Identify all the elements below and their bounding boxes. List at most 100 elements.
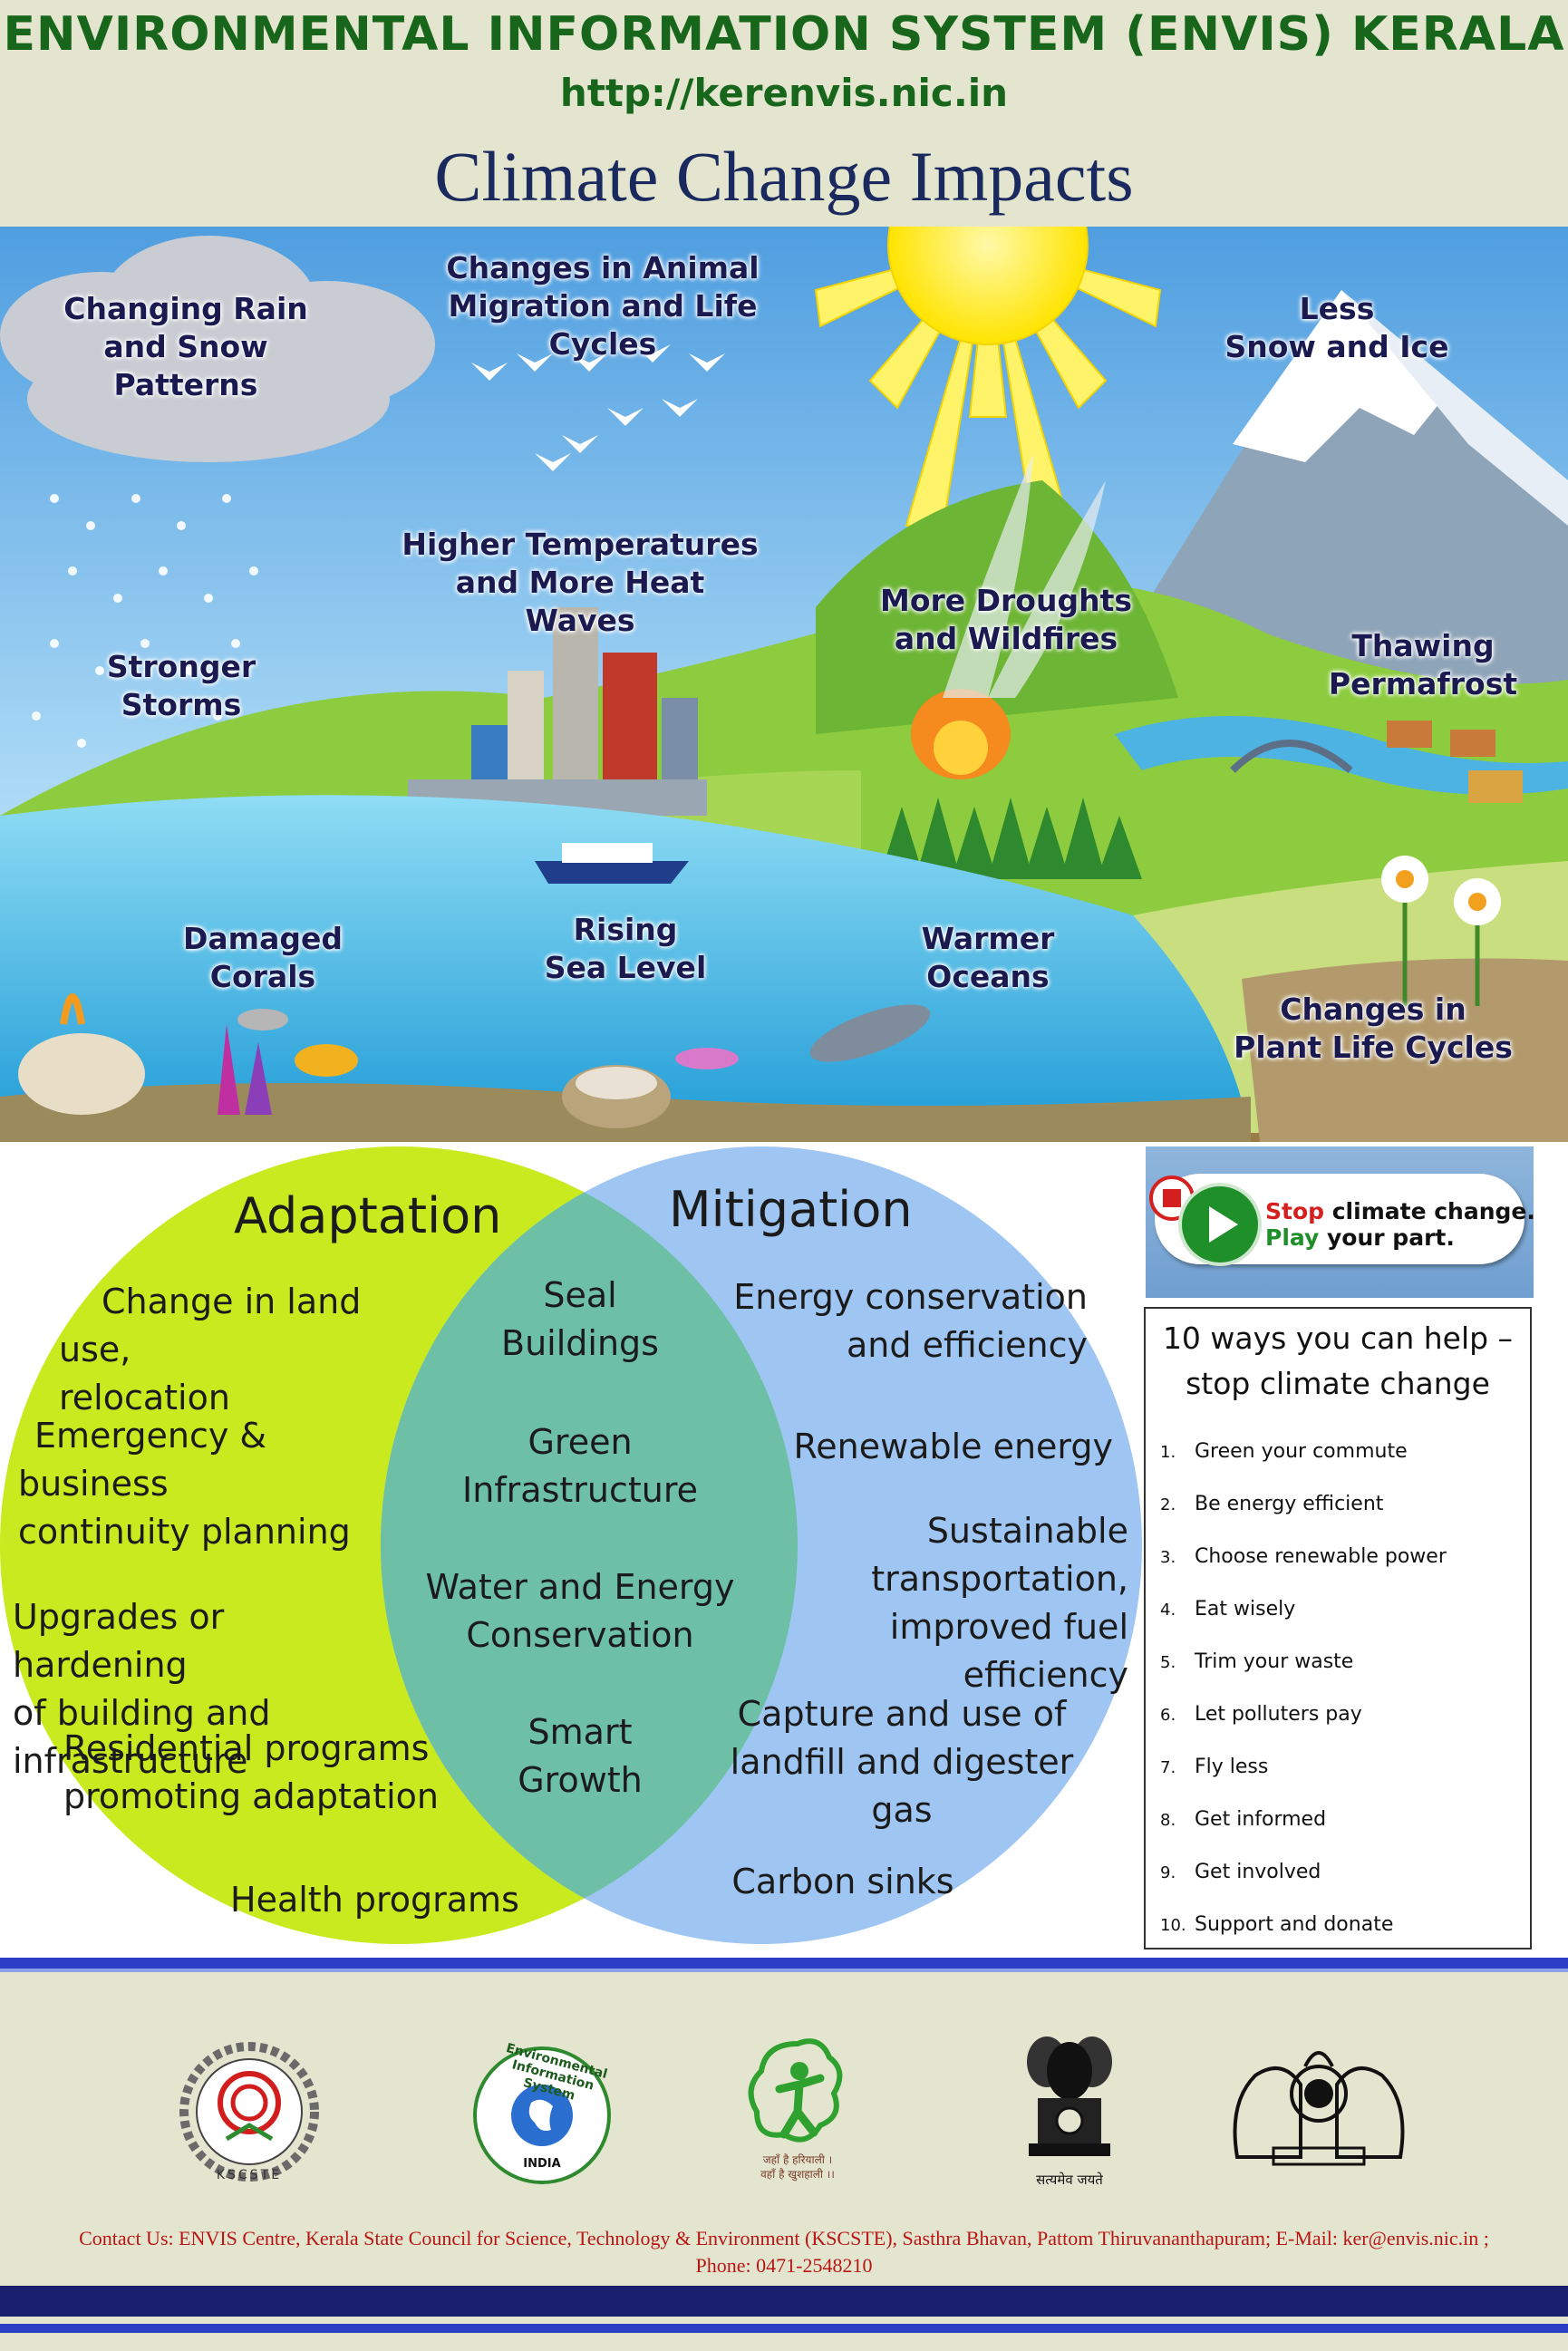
website-link[interactable]: http://kerenvis.nic.in <box>559 71 1009 115</box>
adaptation-item: Emergency & business continuity planning <box>18 1416 351 1552</box>
adaptation-item: Upgrades or hardening of building and in… <box>13 1597 271 1781</box>
overlap-item: Seal Buildings <box>501 1275 659 1363</box>
ten-ways-item-number: 6. <box>1160 1706 1176 1725</box>
cloud-icon <box>0 236 435 462</box>
kerala-emblem-logo <box>1233 2051 1405 2166</box>
divider-band <box>0 1969 1568 1972</box>
shell-icon <box>562 1065 671 1128</box>
label-droughts: More Droughts and Wildfires <box>879 583 1133 656</box>
ten-ways-item-number: 7. <box>1160 1758 1176 1777</box>
play-icon <box>1178 1183 1262 1266</box>
greenery-caption-1: जहाँ है हरियाली । <box>762 2153 833 2166</box>
national-emblem-logo <box>1027 2037 1112 2156</box>
label-heat-waves: Higher Temperatures and More Heat Waves <box>402 527 759 638</box>
ten-ways-item: 4. Eat wisely <box>1160 1598 1295 1621</box>
ten-ways-item-number: 2. <box>1160 1495 1176 1514</box>
envis-logo <box>473 2046 611 2184</box>
ten-ways-item: 1. Green your commute <box>1160 1440 1408 1463</box>
birds-icon <box>471 344 725 471</box>
stop-line: Stop climate change. <box>1265 1198 1535 1224</box>
ten-ways-item-text: Fly less <box>1195 1756 1269 1778</box>
city-icon <box>408 607 707 816</box>
mitigation-item: Carbon sinks <box>731 1862 954 1901</box>
greenery-caption-2: वहाँ है खुशहाली ।। <box>760 2168 835 2181</box>
ten-ways-panel: 10 ways you can help – stop climate chan… <box>1144 1307 1532 1949</box>
ten-ways-item-text: Get informed <box>1195 1808 1327 1831</box>
flower-icon <box>1381 856 1501 1006</box>
ten-ways-item-number: 4. <box>1160 1601 1176 1620</box>
adaptation-title: Adaptation <box>234 1187 502 1244</box>
mitigation-title: Mitigation <box>669 1181 913 1238</box>
label-storms: Stronger Storms <box>106 649 256 722</box>
coral-icon <box>18 993 272 1115</box>
contact-line-2: Phone: 0471-2548210 <box>695 2254 873 2277</box>
ten-ways-item: 3. Choose renewable power <box>1160 1545 1447 1568</box>
ten-ways-item: 6. Let polluters pay <box>1160 1703 1362 1726</box>
ten-ways-item-text: Choose renewable power <box>1195 1545 1447 1568</box>
ten-ways-item-text: Get involved <box>1195 1861 1321 1883</box>
stop-climate-change-banner: Stop climate change. Play your part. <box>1146 1146 1535 1298</box>
ten-ways-item-text: Eat wisely <box>1195 1598 1296 1621</box>
rain-icon <box>32 494 258 748</box>
kscste-label: KSCSTE <box>216 2168 283 2182</box>
label-animal-migration: Changes in Animal Migration and Life Cyc… <box>446 250 760 362</box>
adaptation-item: Health programs <box>230 1880 519 1920</box>
label-plant-life: Changes in Plant Life Cycles <box>1234 992 1513 1065</box>
divider-band <box>0 1958 1568 1969</box>
stop-rest: climate change. <box>1324 1198 1535 1224</box>
ten-ways-item-text: Be energy efficient <box>1195 1493 1384 1515</box>
label-thawing: Thawing Permafrost <box>1328 628 1518 701</box>
emblem-caption: सत्यमेव जयते <box>1036 2172 1103 2188</box>
ten-ways-item-number: 1. <box>1160 1443 1176 1462</box>
ten-ways-item-number: 5. <box>1160 1653 1176 1672</box>
fire-icon <box>911 453 1106 779</box>
stop-word: Stop <box>1265 1198 1325 1224</box>
header: ENVIRONMENTAL INFORMATION SYSTEM (ENVIS)… <box>0 0 1568 227</box>
adaptation-item: Change in land use, relocation <box>59 1282 362 1417</box>
bottom-band <box>0 2324 1568 2333</box>
ten-ways-item-number: 10. <box>1160 1916 1186 1935</box>
contact-info: Contact Us: ENVIS Centre, Kerala State C… <box>0 2225 1568 2279</box>
adaptation-item-upgrades: Upgrades or hardening of building and in… <box>13 1545 393 1833</box>
poster-title: Climate Change Impacts <box>434 137 1134 216</box>
ten-ways-item: 9.Get involved <box>1160 1861 1321 1883</box>
ten-ways-item-text: Green your commute <box>1195 1440 1408 1463</box>
overlap-item: Water and Energy Conservation <box>425 1567 735 1655</box>
label-rain-snow: Changing Rain and Snow Patterns <box>63 291 308 402</box>
play-line: Play your part. <box>1265 1224 1455 1251</box>
ship-icon <box>535 843 689 884</box>
overlap-item: Smart Growth <box>518 1712 643 1800</box>
ten-ways-item: 7. Fly less <box>1160 1756 1268 1778</box>
ten-ways-item: 2. Be energy efficient <box>1160 1493 1383 1515</box>
adaptation-item: Residential programs promoting adaptatio… <box>63 1728 439 1816</box>
ten-ways-item-number: 3. <box>1160 1548 1176 1567</box>
overlap-region <box>381 1146 798 1944</box>
kscste-logo <box>179 2042 319 2182</box>
ten-ways-item: 5. Trim your waste <box>1160 1650 1353 1673</box>
mitigation-item: Capture and use of landfill and digester… <box>730 1694 1074 1830</box>
venn-diagram <box>0 1146 1142 1944</box>
mitigation-item: Renewable energy <box>793 1427 1113 1466</box>
ten-ways-item-text: Let polluters pay <box>1195 1703 1362 1726</box>
sun-icon <box>814 227 1162 532</box>
ten-ways-item-text: Trim your waste <box>1195 1650 1354 1673</box>
ten-ways-item-text: Support and donate <box>1195 1913 1394 1936</box>
play-rest: your part. <box>1319 1224 1455 1251</box>
landscape-scene <box>0 227 1568 1142</box>
label-less-snow: Less Snow and Ice <box>1224 291 1449 364</box>
mitigation-item: Sustainable transportation, improved fue… <box>871 1511 1128 1695</box>
label-oceans: Warmer Oceans <box>921 921 1055 994</box>
bottom-band <box>0 2286 1568 2317</box>
bottom-band-gap <box>0 2333 1568 2351</box>
forest-icon <box>879 798 1142 879</box>
label-corals: Damaged Corals <box>183 921 343 994</box>
fish-icon <box>237 1004 931 1077</box>
ten-ways-item: 10. Support and donate <box>1160 1913 1393 1936</box>
bottom-band-gap <box>0 2317 1568 2324</box>
play-word: Play <box>1265 1224 1320 1251</box>
org-title: ENVIRONMENTAL INFORMATION SYSTEM (ENVIS)… <box>3 7 1565 62</box>
ten-ways-title: 10 ways you can help – stop climate chan… <box>1162 1321 1514 1401</box>
climate-impacts-illustration: Changing Rain and Snow Patterns Changes … <box>0 227 1568 1142</box>
envis-india-label: INDIA <box>523 2157 561 2171</box>
overlap-item: Green Infrastructure <box>461 1422 699 1510</box>
